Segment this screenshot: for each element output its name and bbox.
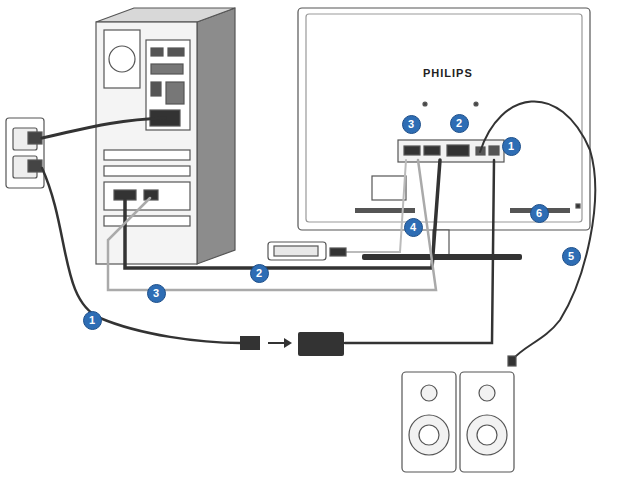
- vent-slot: [355, 208, 415, 213]
- video-cable: [125, 160, 440, 268]
- pc-top: [96, 8, 235, 22]
- callout-number: 1: [502, 137, 521, 156]
- usb-plug: [330, 248, 346, 256]
- port: [151, 48, 163, 56]
- monitor: [298, 8, 590, 260]
- tweeter: [479, 385, 495, 401]
- plug: [28, 132, 42, 144]
- monitor-panel: [306, 14, 582, 222]
- arrow-head: [284, 338, 292, 348]
- callout-number: 2: [450, 114, 469, 133]
- outlet-plate: [6, 118, 44, 188]
- hdmi-port: [424, 146, 440, 155]
- power-port: [489, 146, 499, 155]
- woofer-cone: [477, 425, 497, 445]
- port: [151, 82, 161, 96]
- arrow-line: [268, 342, 284, 344]
- tweeter: [421, 385, 437, 401]
- plug: [28, 160, 42, 172]
- brand-label: PHILIPS: [423, 67, 473, 79]
- graphics-card: [104, 182, 190, 210]
- port: [151, 64, 183, 74]
- callout-number: 1: [83, 311, 102, 330]
- hdmi-port: [404, 146, 420, 155]
- adapter-brick: [298, 332, 344, 356]
- phone-screen: [274, 246, 318, 256]
- expansion-slot: [104, 150, 190, 160]
- expansion-slot: [104, 216, 190, 226]
- lock-slot: [576, 204, 580, 208]
- woofer: [467, 415, 507, 455]
- port-panel: [398, 140, 504, 162]
- adapter-cable: [345, 160, 494, 343]
- cables: [42, 101, 595, 360]
- woofer: [409, 415, 449, 455]
- pc-tower: [96, 8, 235, 264]
- power-adapter: [240, 332, 344, 356]
- fan: [109, 46, 135, 72]
- vga-port: [447, 145, 469, 156]
- speakers: [402, 356, 516, 472]
- woofer-cone: [419, 425, 439, 445]
- speaker-left: [402, 372, 456, 472]
- io-panel: [146, 40, 190, 130]
- expansion-slot: [104, 166, 190, 176]
- monitor-stand-base: [362, 254, 522, 260]
- phone-body: [268, 242, 326, 260]
- video-cable: [108, 160, 436, 290]
- speaker-right: [460, 372, 514, 472]
- phone: [268, 242, 346, 260]
- callout-number: 2: [250, 264, 269, 283]
- wall-outlet: [6, 118, 44, 188]
- callout-number: 3: [402, 115, 421, 134]
- plug: [240, 336, 260, 350]
- label-plate: [372, 176, 406, 200]
- callout-number: 4: [404, 218, 423, 237]
- mount-hole: [474, 102, 478, 106]
- port: [166, 82, 184, 104]
- audio-cable: [480, 101, 595, 360]
- callout-number: 5: [562, 247, 581, 266]
- monitor-back: [298, 8, 590, 230]
- callout-number: 6: [530, 204, 549, 223]
- pc-back: [96, 22, 197, 264]
- usb-cable: [345, 160, 406, 252]
- pc-side: [197, 8, 235, 264]
- port: [168, 48, 184, 56]
- audio-plug: [508, 356, 516, 366]
- power-cable: [42, 168, 240, 343]
- pc-power-cable: [42, 118, 165, 138]
- mount-hole: [423, 102, 427, 106]
- callout-number: 3: [147, 284, 166, 303]
- psu: [104, 30, 140, 88]
